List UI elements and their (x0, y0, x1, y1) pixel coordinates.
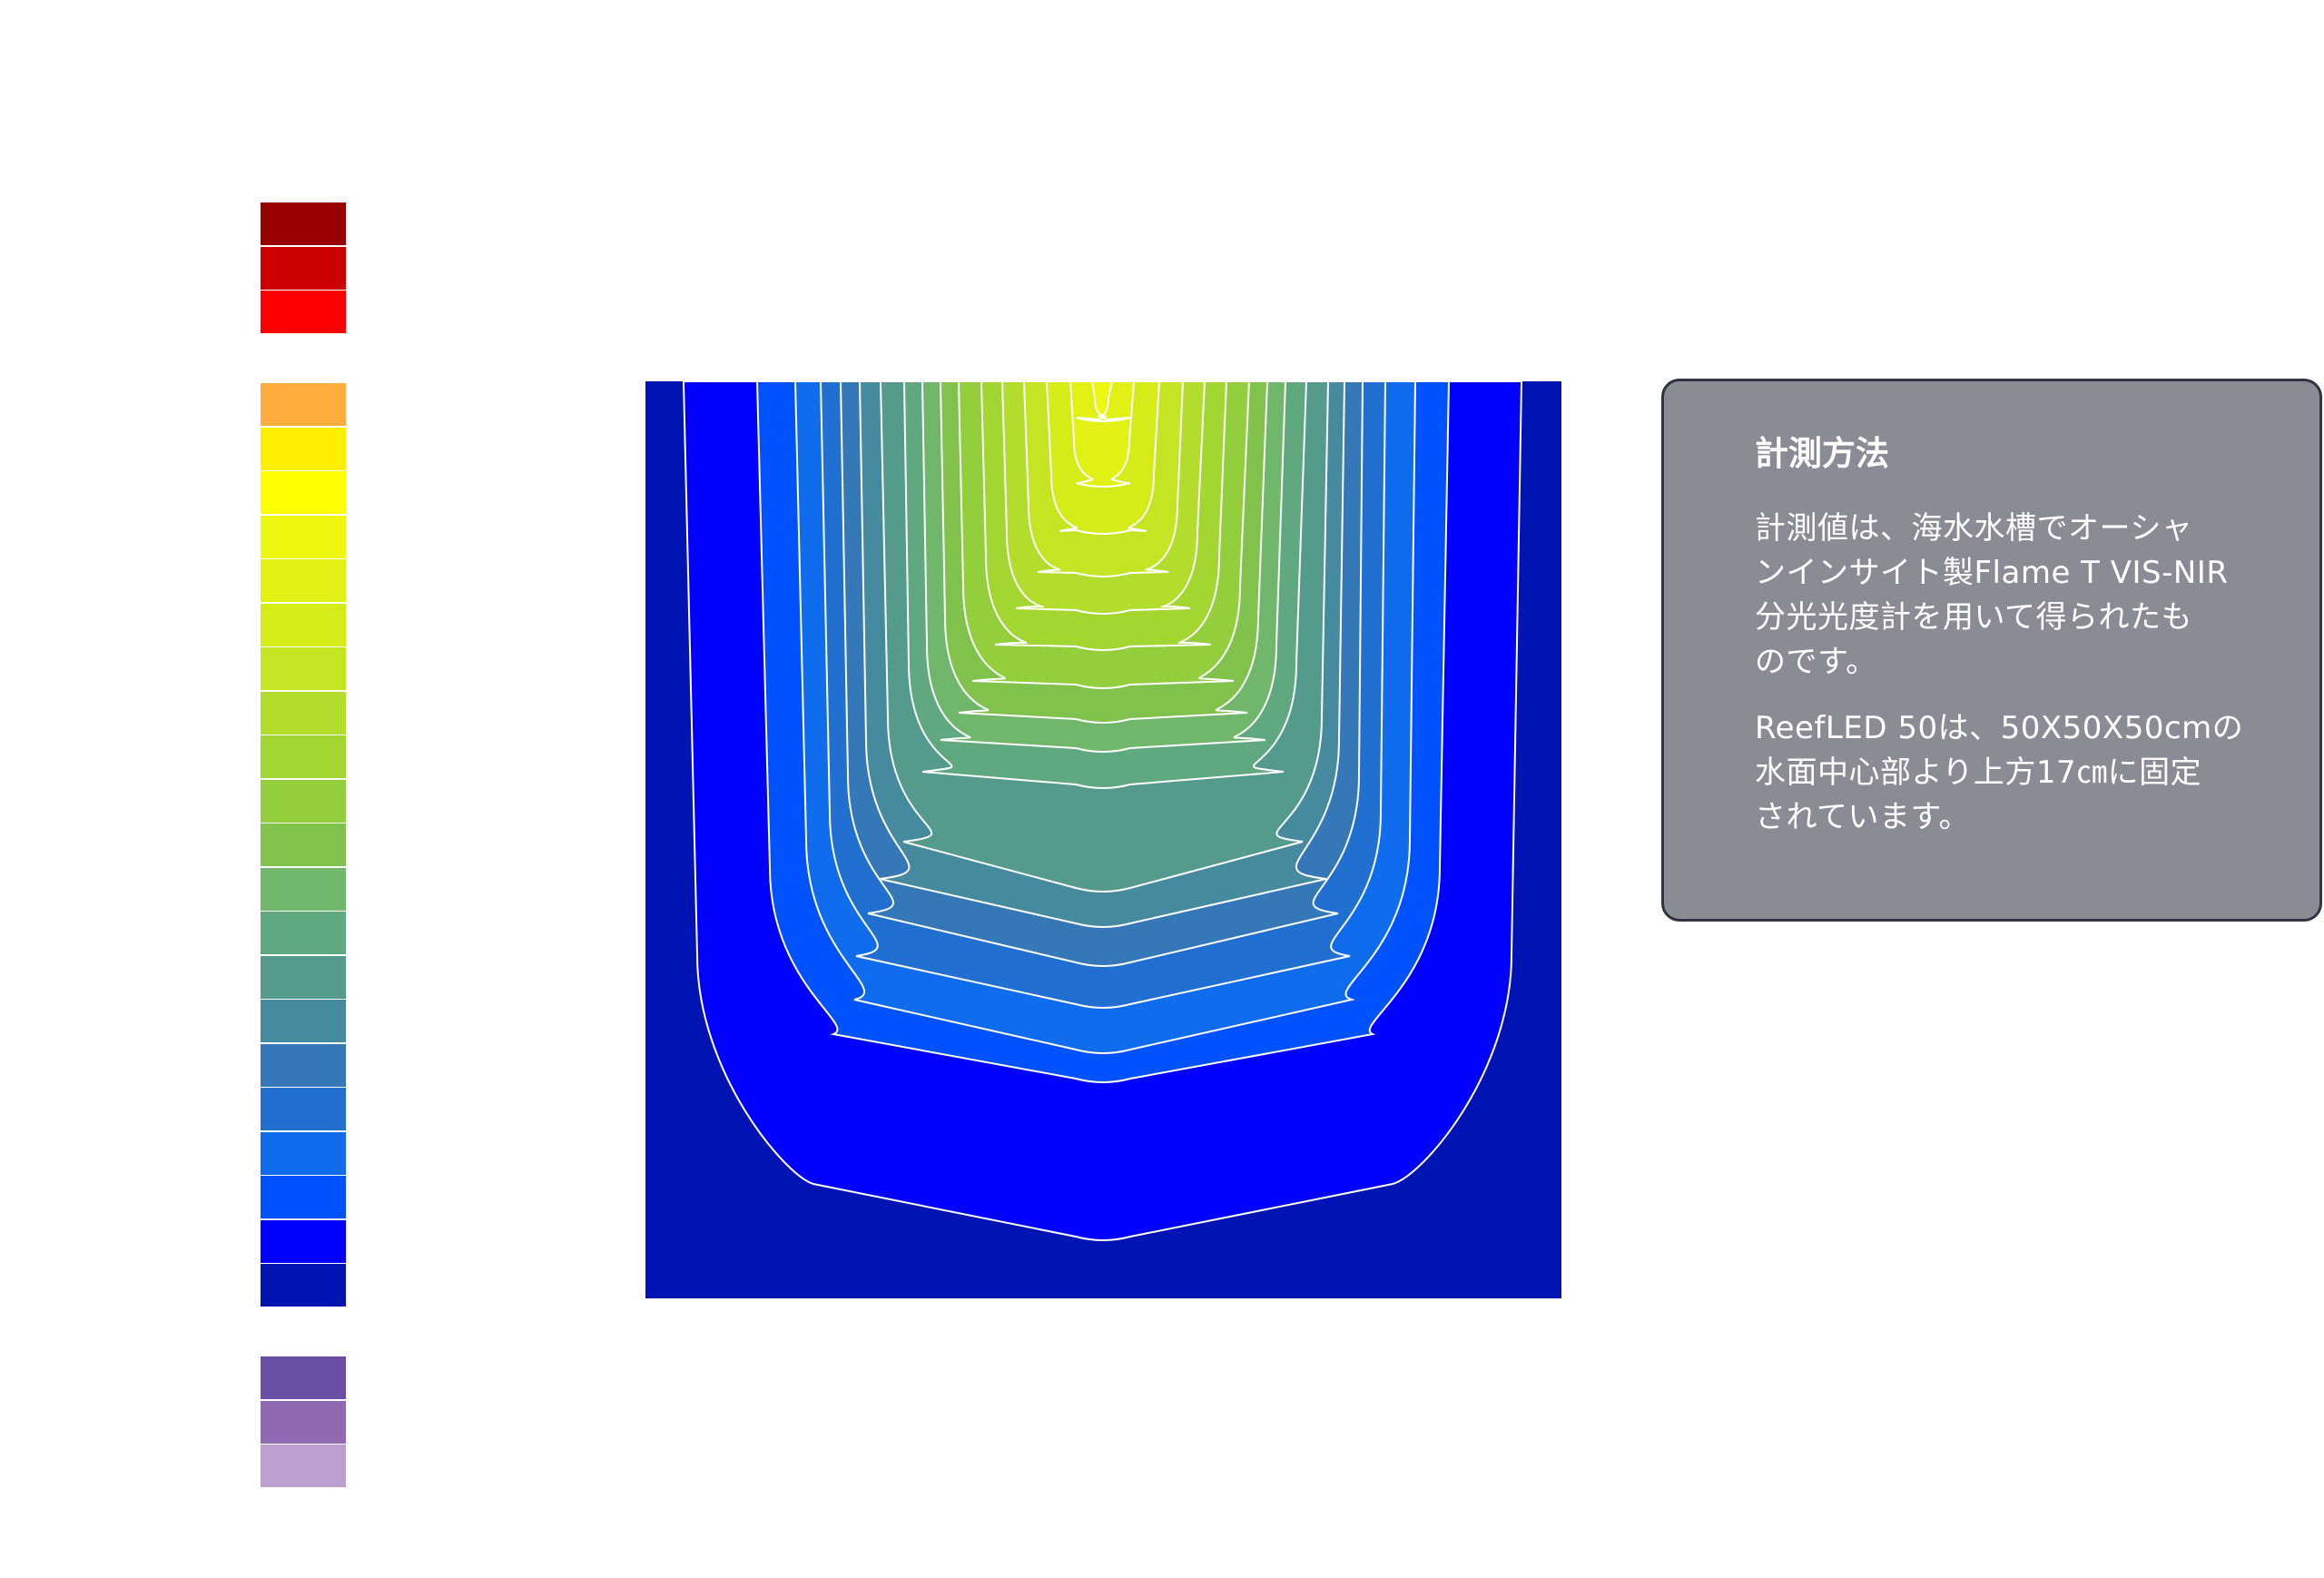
legend-swatch (261, 427, 346, 470)
color-scale-legend (261, 0, 346, 1578)
contour-band (1075, 381, 1131, 422)
info-paragraph-2-line: 水面中心部より上方17㎝に固定 (1755, 754, 2202, 792)
contour-svg (645, 381, 1561, 1298)
legend-swatch (261, 202, 346, 245)
info-paragraph-1-line: のです。 (1755, 644, 1877, 681)
legend-swatch (261, 291, 346, 333)
legend-swatch (261, 955, 346, 999)
legend-swatch (261, 1131, 346, 1175)
legend-swatch (261, 912, 346, 954)
legend-swatch (261, 1445, 346, 1487)
legend-swatch (261, 1088, 346, 1130)
legend-swatch (261, 603, 346, 646)
legend-swatch (261, 779, 346, 823)
legend-swatch (261, 867, 346, 911)
info-paragraph-2-line: ReefLED 50は、50X50X50cmの (1755, 710, 2244, 747)
legend-swatch (261, 735, 346, 778)
info-paragraph-1-line: 分光光度計を用いて得られたも (1755, 599, 2192, 636)
info-paragraph-1-line: ンインサイト製Flame T VIS-NIR (1755, 555, 2229, 592)
info-paragraph-2: ReefLED 50は、50X50X50cmの 水面中心部より上方17㎝に固定 … (1755, 706, 2247, 840)
legend-swatch (261, 515, 346, 558)
info-paragraph-1: 計測値は、海水水槽でオーシャ ンインサイト製Flame T VIS-NIR 分光… (1755, 507, 2247, 685)
legend-swatch (261, 1219, 346, 1263)
legend-swatch (261, 1176, 346, 1218)
measurement-info-panel: 計測方法 計測値は、海水水槽でオーシャ ンインサイト製Flame T VIS-N… (1661, 379, 2322, 922)
legend-swatch (261, 1356, 346, 1399)
info-paragraph-1-line: 計測値は、海水水槽でオーシャ (1755, 510, 2193, 547)
contour-band (1068, 381, 1136, 488)
legend-swatch (261, 1043, 346, 1087)
legend-swatch (261, 559, 346, 602)
legend-swatch (261, 246, 346, 290)
legend-swatch (261, 1400, 346, 1444)
legend-swatch (261, 1264, 346, 1307)
contour-bands (682, 381, 1523, 1241)
legend-swatch (261, 471, 346, 514)
legend-swatch (261, 383, 346, 426)
legend-swatch (261, 824, 346, 866)
info-paragraph-2-line: されています。 (1755, 799, 1971, 836)
legend-swatch (261, 647, 346, 690)
legend-swatch (261, 691, 346, 735)
contour-plot (645, 381, 1561, 1298)
legend-swatch (261, 1000, 346, 1042)
info-title: 計測方法 (1755, 434, 1889, 473)
